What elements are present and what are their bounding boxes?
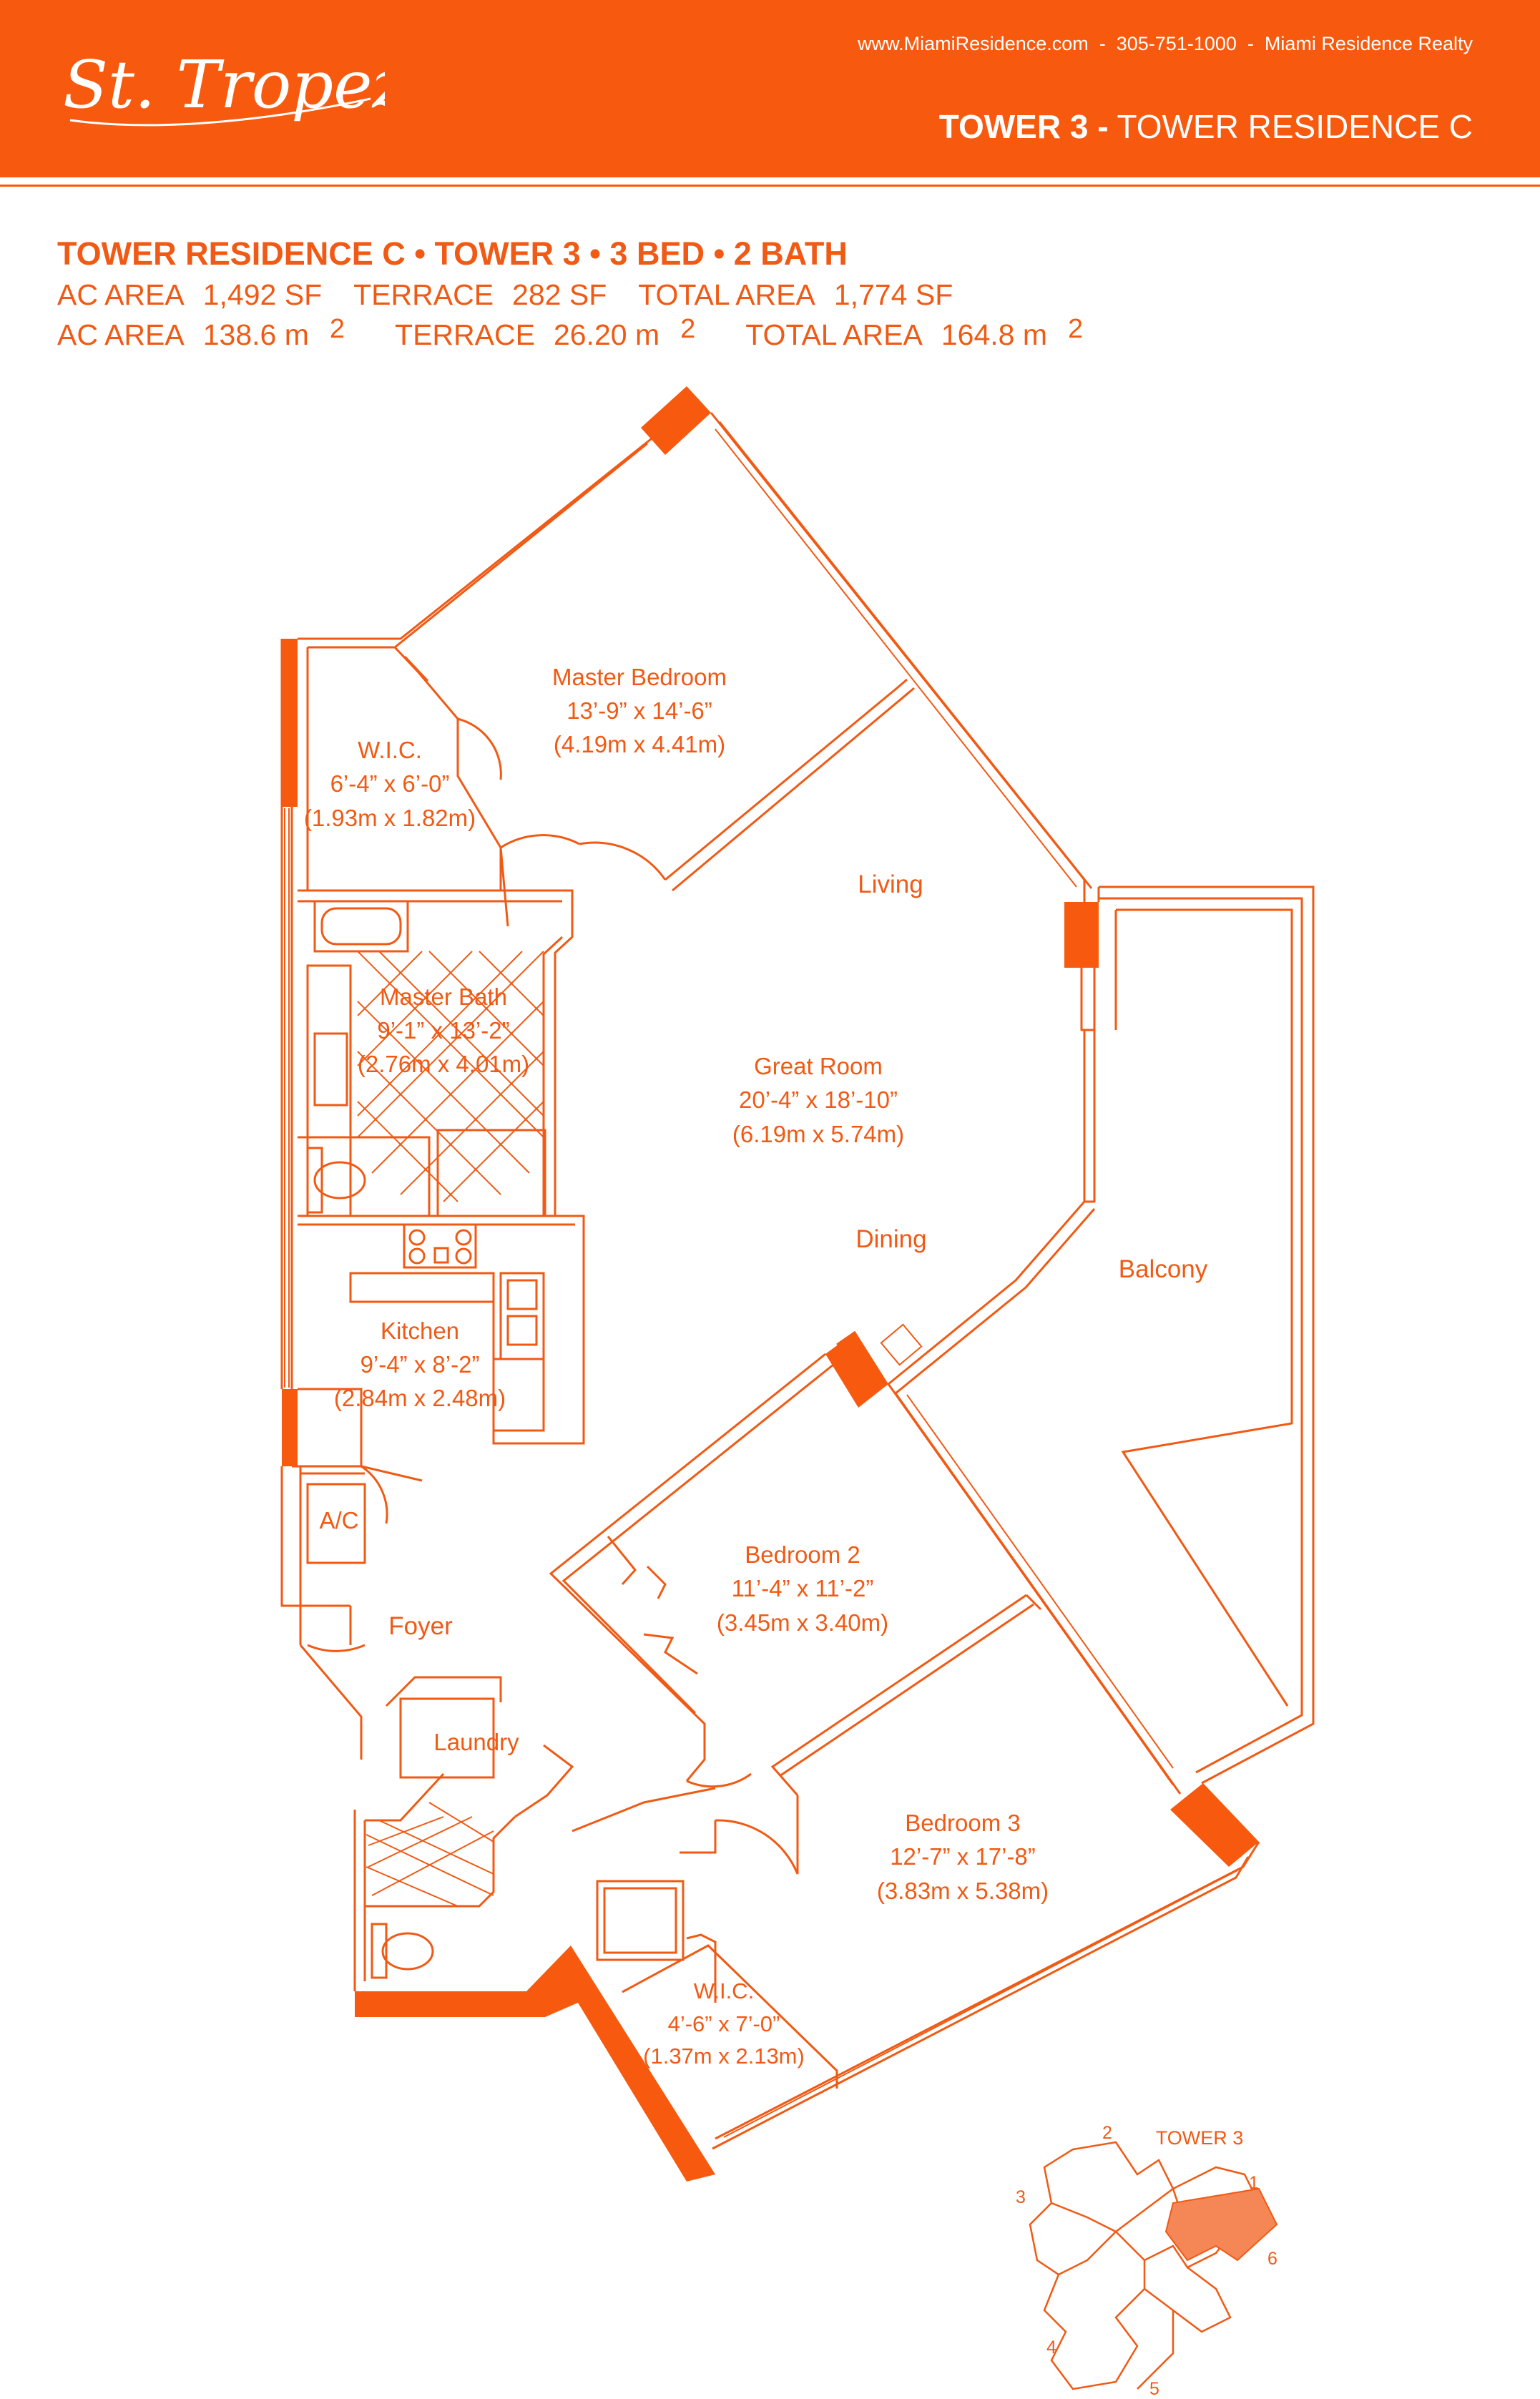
ac-area-value: 1,492 SF xyxy=(202,278,323,311)
wic-1-name: W.I.C. xyxy=(358,737,422,763)
ac-area-value-m2: 138.6 m xyxy=(202,318,309,351)
tower-title: TOWER 3 - TOWER RESIDENCE C xyxy=(939,107,1473,146)
master-bath-name: Master Bath xyxy=(380,983,507,1010)
kitchen-ft: 9’-4” x 8’-2” xyxy=(361,1351,480,1378)
balcony-outline xyxy=(1099,885,1315,1785)
bedroom-3-m: (3.83m x 5.38m) xyxy=(877,1878,1049,1904)
spec-row-m2: AC AREA 138.6 m 2 TERRACE 26.20 m 2 TOTAL AREA… xyxy=(57,314,1120,356)
logo-script-text: St. Tropez xyxy=(63,46,385,123)
master-bedroom-m: (4.19m x 4.41m) xyxy=(554,731,725,757)
header-divider xyxy=(0,185,1540,187)
terrace-value: 282 SF xyxy=(512,278,607,311)
terrace-unit-sup: 2 xyxy=(680,314,696,344)
key-plan-number-2: 2 xyxy=(1102,2123,1112,2143)
master-bath-ft: 9’-1” x 13’-2” xyxy=(377,1017,509,1044)
unit-specs: TOWER RESIDENCE C • TOWER 3 • 3 BED • 2 … xyxy=(57,233,1120,356)
dining-label: Dining xyxy=(855,1225,926,1253)
bedroom-3-ft: 12’-7” x 17’-8” xyxy=(890,1843,1036,1870)
wic-2-ft: 4’-6” x 7’-0” xyxy=(668,2011,780,2036)
living-label: Living xyxy=(858,870,923,898)
terrace-value-m2: 26.20 m xyxy=(553,318,660,351)
key-plan-number-4: 4 xyxy=(1046,2337,1056,2358)
key-plan-outline xyxy=(1029,2141,1260,2390)
tower-title-bold: TOWER 3 - xyxy=(938,108,1109,145)
great-room-ft: 20’-4” x 18’-10” xyxy=(739,1086,898,1113)
bedroom-2-name: Bedroom 2 xyxy=(745,1541,860,1568)
terrace-label: TERRACE xyxy=(353,278,494,311)
st-tropez-logo: St. Tropez xyxy=(63,46,385,127)
header-banner: St. Tropez www.MiamiResidence.com - 305-… xyxy=(0,0,1540,177)
kitchen-name: Kitchen xyxy=(381,1318,459,1344)
ac-area-label: AC AREA xyxy=(57,278,185,311)
master-bedroom-name: Master Bedroom xyxy=(552,664,727,690)
key-plan-number-6: 6 xyxy=(1267,2249,1277,2269)
tower-title-rest: TOWER RESIDENCE C xyxy=(1108,108,1473,145)
bedroom-3-name: Bedroom 3 xyxy=(905,1810,1020,1836)
spec-row-sf: AC AREA 1,492 SF TERRACE 282 SF TOTAL AREA 1,… xyxy=(57,275,1120,315)
tile-hatching xyxy=(357,951,544,1907)
great-room-m: (6.19m x 5.74m) xyxy=(732,1121,904,1147)
windows xyxy=(284,428,1238,2138)
great-room-name: Great Room xyxy=(754,1053,883,1079)
ac-area-unit-sup: 2 xyxy=(329,314,345,344)
terrace-label-m2: TERRACE xyxy=(395,318,535,351)
kitchen-m: (2.84m x 2.48m) xyxy=(334,1385,506,1411)
spec-title: TOWER RESIDENCE C • TOWER 3 • 3 BED • 2 … xyxy=(57,235,848,272)
total-area-label: TOTAL AREA xyxy=(638,278,815,311)
key-plan-number-5: 5 xyxy=(1149,2379,1159,2399)
key-plan: TOWER 3 1 2 3 4 5 6 xyxy=(1016,2123,1278,2399)
key-plan-number-1: 1 xyxy=(1249,2173,1259,2193)
bedroom-2-ft: 11’-4” x 11’-2” xyxy=(732,1575,874,1601)
master-bedroom-ft: 13’-9” x 14’-6” xyxy=(567,697,712,724)
master-bath-m: (2.76m x 4.01m) xyxy=(358,1051,529,1077)
foyer-label: Foyer xyxy=(388,1612,453,1640)
key-plan-title: TOWER 3 xyxy=(1156,2127,1244,2149)
wic-2-name: W.I.C. xyxy=(694,1978,754,2003)
outer-walls xyxy=(280,412,1260,2150)
solid-walls xyxy=(282,386,1259,2182)
key-plan-number-3: 3 xyxy=(1016,2187,1026,2207)
wic-2-m: (1.37m x 2.13m) xyxy=(643,2044,805,2069)
total-area-label-m2: TOTAL AREA xyxy=(745,318,923,351)
total-area-value: 1,774 SF xyxy=(833,278,953,311)
contact-line: www.MiamiResidence.com - 305-751-1000 - … xyxy=(858,33,1473,54)
total-area-unit-sup: 2 xyxy=(1068,314,1084,344)
bedroom-2-m: (3.45m x 3.40m) xyxy=(717,1609,888,1636)
wic-1-m: (1.93m x 1.82m) xyxy=(304,805,476,831)
wic-1-ft: 6’-4” x 6’-0” xyxy=(330,770,450,797)
ac-label: A/C xyxy=(319,1507,358,1534)
ac-area-label-m2: AC AREA xyxy=(57,318,185,351)
balcony-label: Balcony xyxy=(1119,1255,1208,1283)
door-swings xyxy=(307,717,799,1875)
interior-walls xyxy=(292,646,1042,2089)
laundry-label: Laundry xyxy=(433,1729,519,1755)
room-labels: Master Bedroom 13’-9” x 14’-6” (4.19m x … xyxy=(304,664,1208,2069)
key-plan-highlight xyxy=(1164,2187,1278,2262)
total-area-value-m2: 164.8 m xyxy=(941,318,1048,351)
